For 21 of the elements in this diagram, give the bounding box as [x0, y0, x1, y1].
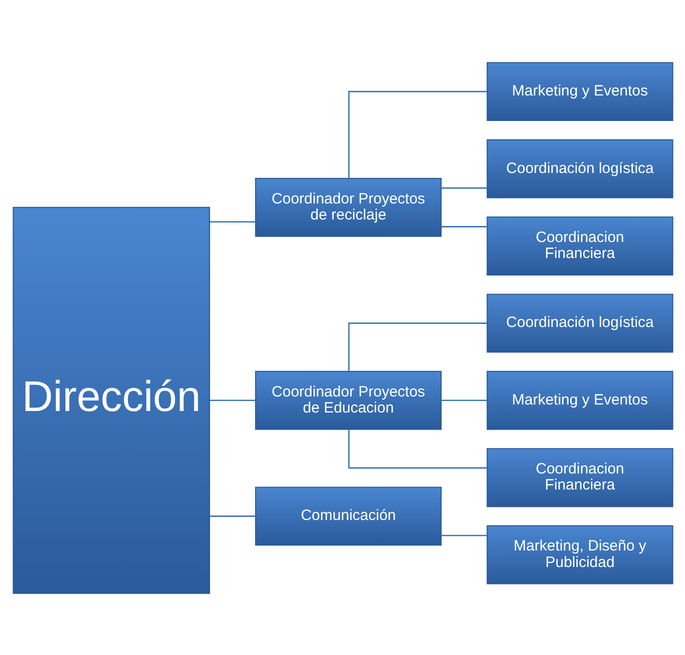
- node-box: Marketing y Eventos: [486, 370, 673, 430]
- node-box: Comunicación: [254, 486, 442, 546]
- connector: [348, 428, 486, 468]
- node-box: Coordinación logística: [486, 293, 673, 352]
- node-box: Coordinador Proyectos de Educacion: [254, 370, 442, 430]
- connector: [348, 90, 486, 178]
- connector: [348, 322, 486, 371]
- node-box: Coordinador Proyectos de reciclaje: [254, 177, 442, 236]
- node-box: Marketing y Eventos: [486, 62, 673, 121]
- node-box: Coordinación logística: [486, 138, 673, 198]
- node-box: Marketing, Diseño y Publicidad: [486, 524, 673, 584]
- connector: [209, 399, 256, 401]
- connector: [209, 220, 256, 222]
- connector: [440, 186, 487, 188]
- connector: [209, 515, 256, 516]
- connector: [440, 226, 487, 227]
- connector: [440, 534, 487, 536]
- node-box: Coordinacion Financiera: [486, 448, 673, 507]
- node-box: Dirección: [12, 206, 210, 594]
- connector: [440, 399, 487, 401]
- node-box: Coordinacion Financiera: [486, 216, 673, 275]
